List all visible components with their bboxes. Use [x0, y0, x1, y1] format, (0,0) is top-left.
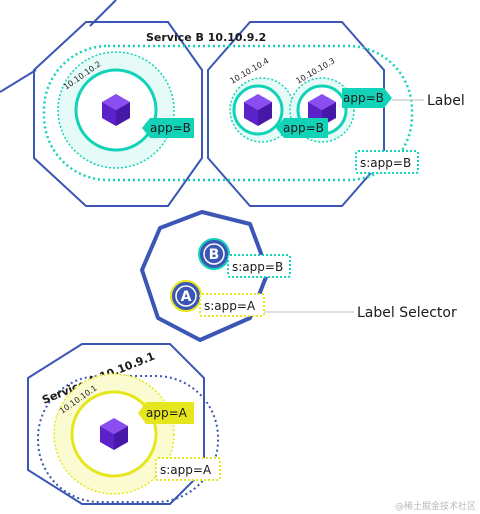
label-tag	[142, 118, 194, 138]
label-tag	[342, 88, 392, 108]
label-annotation: Label	[427, 93, 465, 109]
selector-text: s:app=A	[160, 463, 212, 477]
selector-b-letter: B	[209, 247, 220, 263]
link-line	[0, 69, 37, 93]
selector-tag	[199, 293, 265, 317]
label-tag	[138, 402, 194, 424]
selector-text: s:app=A	[204, 299, 256, 313]
selector-a-letter: A	[181, 289, 192, 305]
label-text: app=B	[343, 91, 384, 105]
label-selector-annotation: Label Selector	[357, 305, 457, 321]
label-text: app=A	[146, 406, 188, 420]
node-hexagon-left	[33, 21, 203, 207]
selector-text: s:app=B	[360, 156, 411, 170]
service-b-boundary	[42, 44, 414, 182]
selector-a-ring	[175, 285, 197, 307]
selector-text: s:app=B	[232, 260, 283, 274]
label-tag	[276, 118, 328, 138]
selector-b-ring	[203, 243, 225, 265]
selector-tag	[227, 254, 291, 278]
watermark: @稀土掘金技术社区	[395, 500, 476, 512]
service-b-title: Service B 10.10.9.2	[146, 31, 266, 44]
service-a-boundary	[37, 375, 219, 503]
label-text: app=B	[283, 121, 324, 135]
selector-tag	[355, 150, 419, 174]
label-text: app=B	[150, 121, 191, 135]
selector-tag	[155, 457, 221, 481]
